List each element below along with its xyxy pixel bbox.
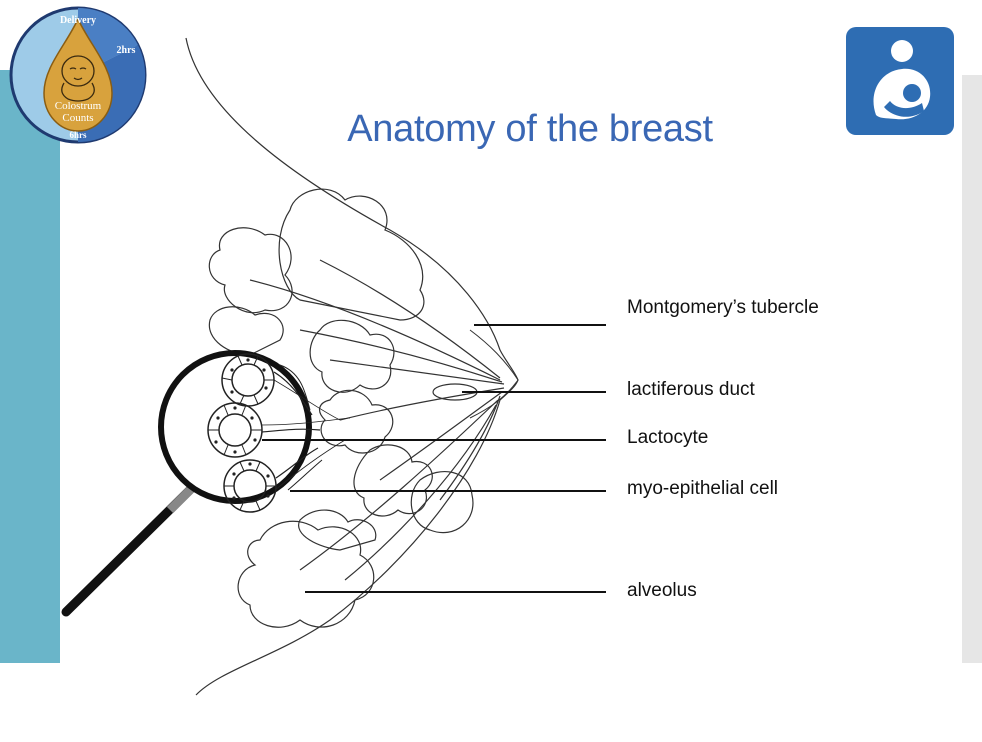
lactiferous-duct [345, 405, 496, 580]
lower-lobe [354, 445, 432, 516]
label-myo-epithelial-cell: myo-epithelial cell [627, 478, 778, 500]
label-lactiferous-duct: lactiferous duct [627, 379, 755, 401]
lactiferous-duct [440, 396, 500, 500]
lower-lobe [299, 510, 376, 550]
label-alveolus: alveolus [627, 580, 697, 602]
lactiferous-duct [380, 392, 502, 480]
label-montgomerys-tubercle: Montgomery’s tubercle [627, 297, 819, 319]
label-lactocyte: Lactocyte [627, 427, 708, 449]
lactiferous-duct [330, 360, 504, 384]
upper-lobe [209, 307, 283, 355]
lactiferous-duct [250, 280, 500, 380]
upper-lobe [279, 189, 424, 320]
lower-lobe [411, 472, 473, 533]
middle-lobe [320, 390, 393, 453]
lactiferous-duct [300, 400, 498, 570]
middle-lobe [310, 320, 394, 392]
